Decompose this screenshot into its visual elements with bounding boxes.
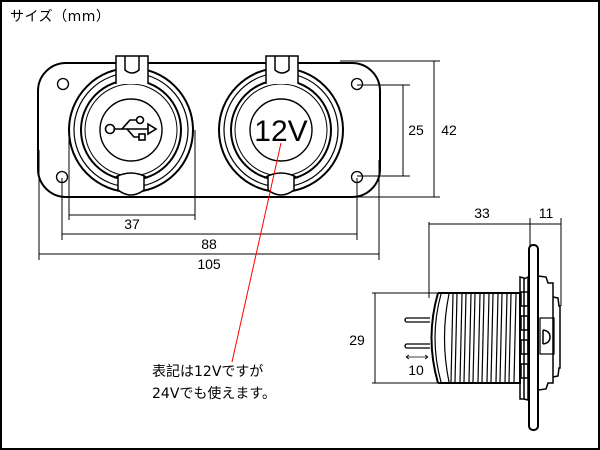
mounting-holes <box>55 77 364 184</box>
dim-105: 105 <box>197 256 221 272</box>
size-title: サイズ（mm） <box>10 9 111 25</box>
thread-lines <box>450 293 517 383</box>
mounting-hole <box>350 77 364 91</box>
dim-11: 11 <box>539 205 554 221</box>
dim-88: 88 <box>201 236 217 252</box>
note-line-2: 24Vでも使えます。 <box>152 386 276 402</box>
usb-icon <box>104 115 158 141</box>
side-dimension-lines <box>372 218 562 384</box>
cigarette-socket <box>218 55 344 196</box>
socket-voltage-label: 12V <box>254 115 307 148</box>
usb-socket <box>68 55 194 196</box>
dim-10: 10 <box>408 362 424 378</box>
note-line-1: 表記は12Vですが <box>152 364 264 380</box>
front-dimension-lines <box>38 60 440 260</box>
voltage-note: 表記は12Vですが 24Vでも使えます。 <box>152 361 276 405</box>
front-panel <box>37 62 381 198</box>
dim-25: 25 <box>408 122 424 138</box>
dim-29: 29 <box>349 332 365 348</box>
mounting-hole <box>56 77 70 91</box>
dim-33: 33 <box>474 205 490 221</box>
leader-line <box>231 142 282 363</box>
dim-37: 37 <box>124 216 140 232</box>
side-view <box>404 244 561 431</box>
dim-42: 42 <box>441 122 457 138</box>
